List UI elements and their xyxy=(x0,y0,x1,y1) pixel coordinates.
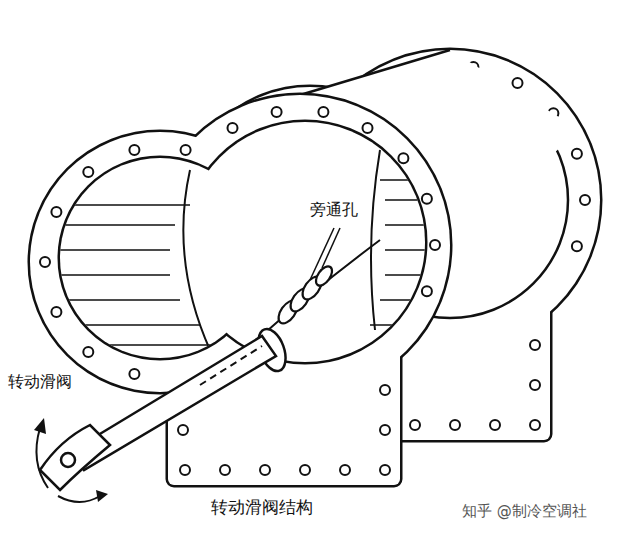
bolt-hole xyxy=(318,107,328,117)
watermark: 知乎 @制冷空调社 xyxy=(462,502,587,520)
bolt-hole xyxy=(530,420,540,430)
bolt-hole xyxy=(129,145,139,155)
bolt-hole xyxy=(272,107,282,117)
part-label: 转动滑阀 xyxy=(6,372,74,391)
bolt-hole xyxy=(572,241,582,251)
bolt-hole xyxy=(228,123,238,133)
bolt-hole xyxy=(300,465,310,475)
bolt-hole xyxy=(530,340,540,350)
bolt-hole xyxy=(530,380,540,390)
bolt-hole xyxy=(51,307,61,317)
bolt-hole xyxy=(422,194,432,204)
bolt-hole xyxy=(180,465,190,475)
bolt-hole xyxy=(51,207,61,217)
bolt-hole xyxy=(398,153,408,163)
bolt-hole xyxy=(430,240,440,250)
bolt-hole xyxy=(83,167,93,177)
bolt-hole xyxy=(380,425,390,435)
bolt-hole xyxy=(380,385,390,395)
bolt-hole xyxy=(380,465,390,475)
bolt-hole xyxy=(181,145,191,155)
bolt-hole xyxy=(83,347,93,357)
bolt-hole xyxy=(513,78,523,88)
bolt-hole xyxy=(340,465,350,475)
part-label: 旁通孔 xyxy=(308,200,360,219)
bolt-hole xyxy=(220,465,230,475)
bolt-hole xyxy=(572,149,582,159)
bolt-hole xyxy=(490,420,500,430)
bolt-hole xyxy=(260,465,270,475)
bolt-hole xyxy=(410,420,420,430)
figure-caption: 转动滑阀结构 xyxy=(211,497,313,517)
bolt-hole xyxy=(450,420,460,430)
bolt-hole xyxy=(178,425,188,435)
bolt-hole xyxy=(580,195,590,205)
bolt-hole xyxy=(363,123,373,133)
bolt-hole xyxy=(40,257,50,267)
bolt-hole xyxy=(422,286,432,296)
bolt-hole xyxy=(129,369,139,379)
